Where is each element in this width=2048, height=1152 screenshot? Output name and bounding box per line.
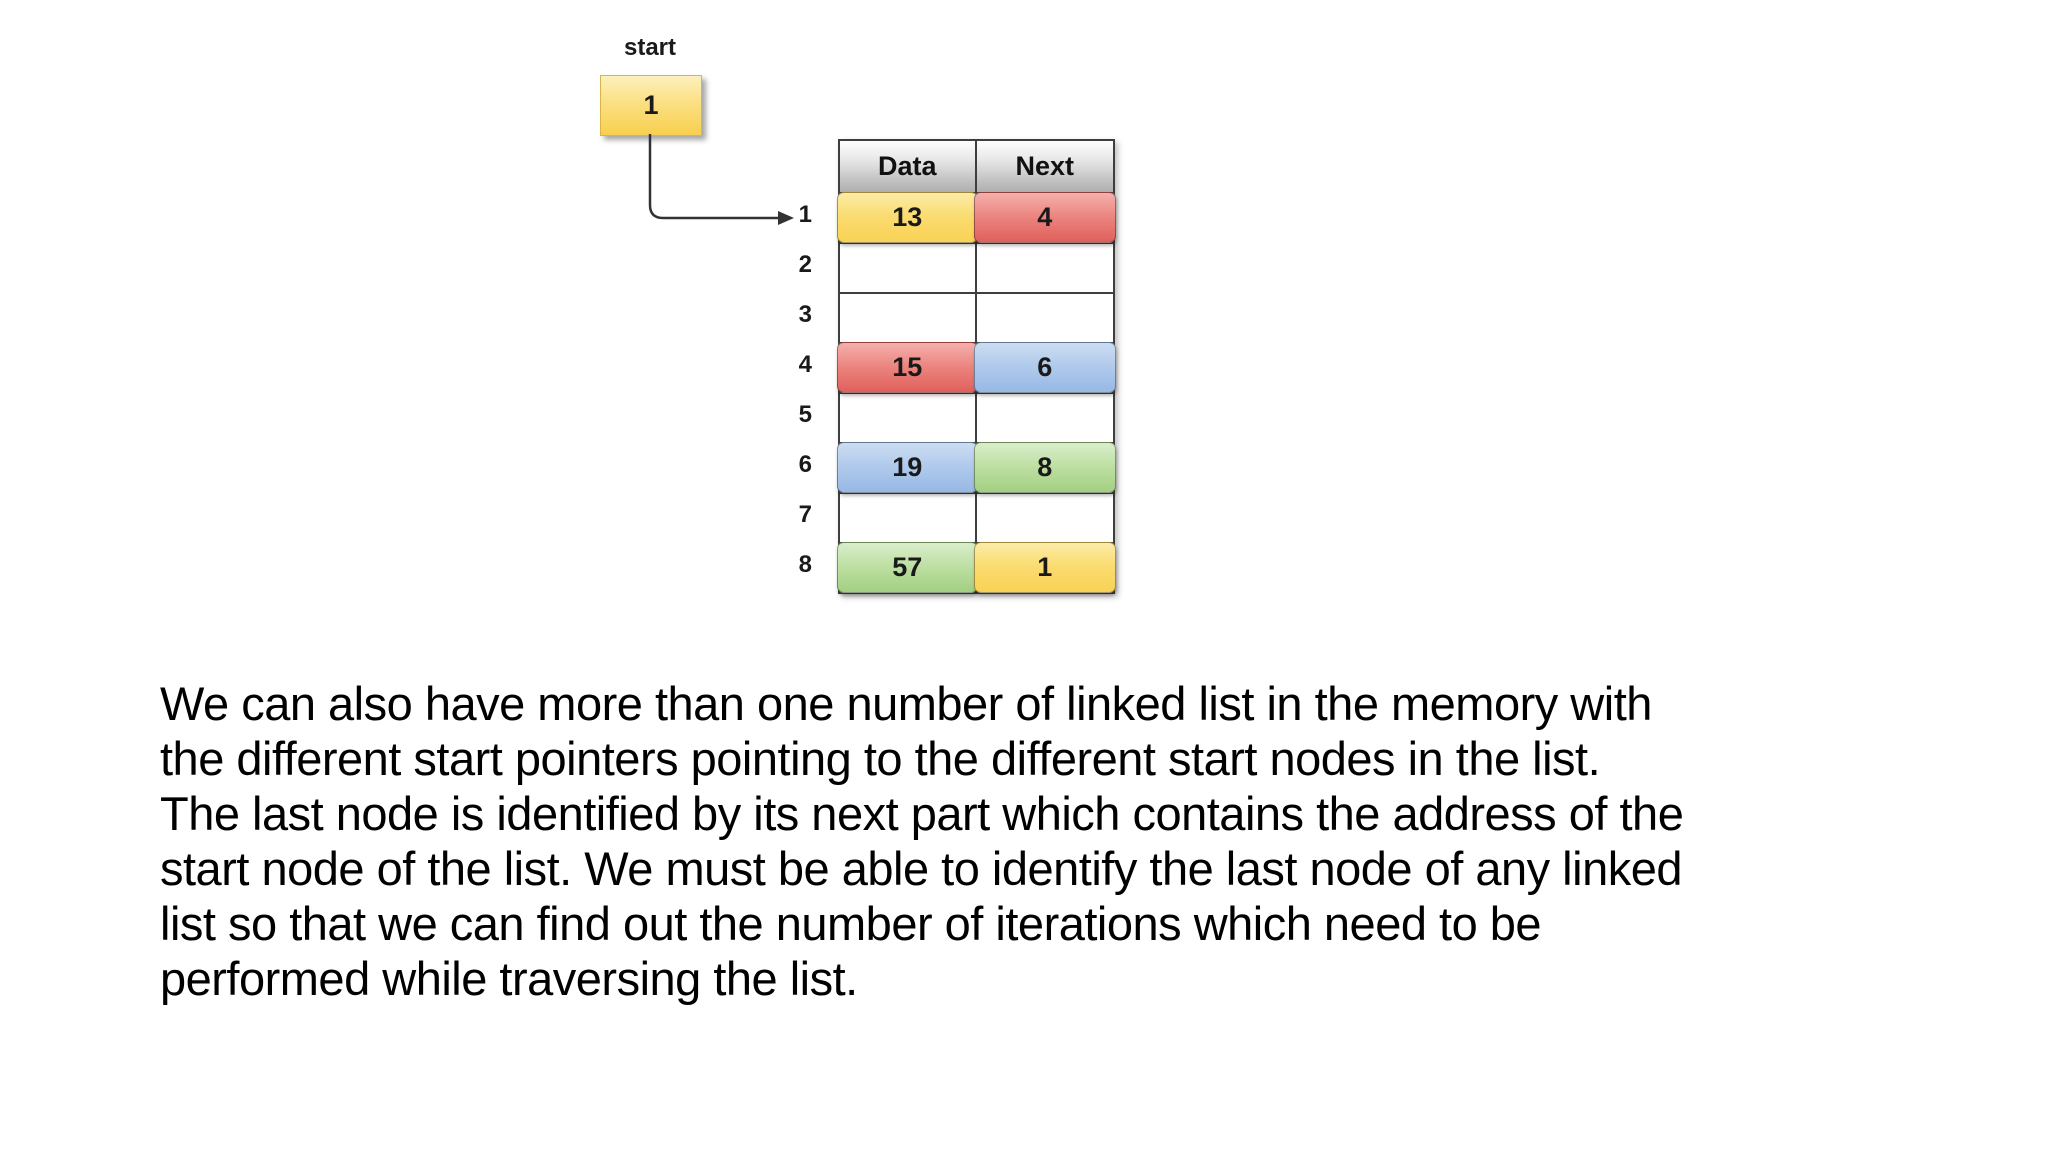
paragraph-line: The last node is identified by its next … [160, 787, 1684, 840]
next-cell-value: 4 [973, 192, 1116, 243]
body-paragraph: We can also have more than one number of… [160, 676, 1684, 1006]
pointer-arrow-icon [648, 134, 794, 225]
address-label: 5 [798, 401, 812, 428]
address-label: 4 [798, 351, 812, 378]
next-cell-value [977, 394, 1114, 442]
next-cell [977, 244, 1114, 292]
data-cell-value [840, 394, 975, 442]
next-cell: 8 [973, 442, 1116, 493]
data-cell-value [840, 294, 975, 342]
data-cell-value: 15 [837, 342, 978, 393]
address-label: 6 [798, 451, 812, 478]
next-cell: 6 [973, 342, 1116, 393]
paragraph-line: We can also have more than one number of… [160, 677, 1652, 730]
memory-table: Data Next 13 4 [837, 139, 1116, 594]
data-cell: 13 [837, 192, 978, 243]
table-row [840, 242, 1113, 292]
data-cell-value: 13 [837, 192, 978, 243]
next-cell: 1 [973, 542, 1116, 593]
next-cell-value: 1 [973, 542, 1116, 593]
table-row: 13 4 [837, 192, 1116, 243]
next-cell-value: 6 [973, 342, 1116, 393]
data-cell [840, 294, 977, 342]
address-label: 3 [798, 301, 812, 328]
next-cell-value [977, 244, 1114, 292]
data-cell [840, 394, 977, 442]
memory-address-labels: 1 2 3 4 5 6 7 8 [756, 190, 812, 590]
paragraph-line: start node of the list. We must be able … [160, 842, 1683, 895]
start-pointer-label: start [623, 34, 677, 61]
data-cell [840, 244, 977, 292]
data-cell [840, 494, 977, 542]
table-row [840, 392, 1113, 442]
next-cell [977, 494, 1114, 542]
table-row: 57 1 [837, 542, 1116, 593]
data-cell-value [840, 244, 975, 292]
table-header-row: Data Next [840, 141, 1113, 192]
start-pointer-value: 1 [643, 90, 659, 120]
start-pointer-box: 1 [600, 75, 702, 136]
paragraph-line: performed while traversing the list. [160, 952, 858, 1005]
next-cell-value [977, 494, 1114, 542]
data-cell: 19 [837, 442, 978, 493]
table-row: 15 6 [837, 342, 1116, 393]
address-label: 7 [798, 501, 812, 528]
paragraph-line: list so that we can find out the number … [160, 897, 1542, 950]
table-row [840, 292, 1113, 342]
next-cell-value: 8 [973, 442, 1116, 493]
next-cell-value [977, 294, 1114, 342]
data-cell: 57 [837, 542, 978, 593]
next-cell: 4 [973, 192, 1116, 243]
data-cell-value [840, 494, 975, 542]
next-cell [977, 394, 1114, 442]
next-cell [977, 294, 1114, 342]
address-label: 2 [798, 251, 812, 278]
table-row [840, 492, 1113, 542]
address-label: 8 [798, 551, 812, 578]
column-header-next: Next [976, 141, 1113, 192]
data-cell: 15 [837, 342, 978, 393]
column-header-data: Data [840, 141, 977, 192]
data-cell-value: 19 [837, 442, 978, 493]
data-cell-value: 57 [837, 542, 978, 593]
table-row: 19 8 [837, 442, 1116, 493]
paragraph-line: the different start pointers pointing to… [160, 732, 1601, 785]
address-label: 1 [798, 201, 812, 228]
